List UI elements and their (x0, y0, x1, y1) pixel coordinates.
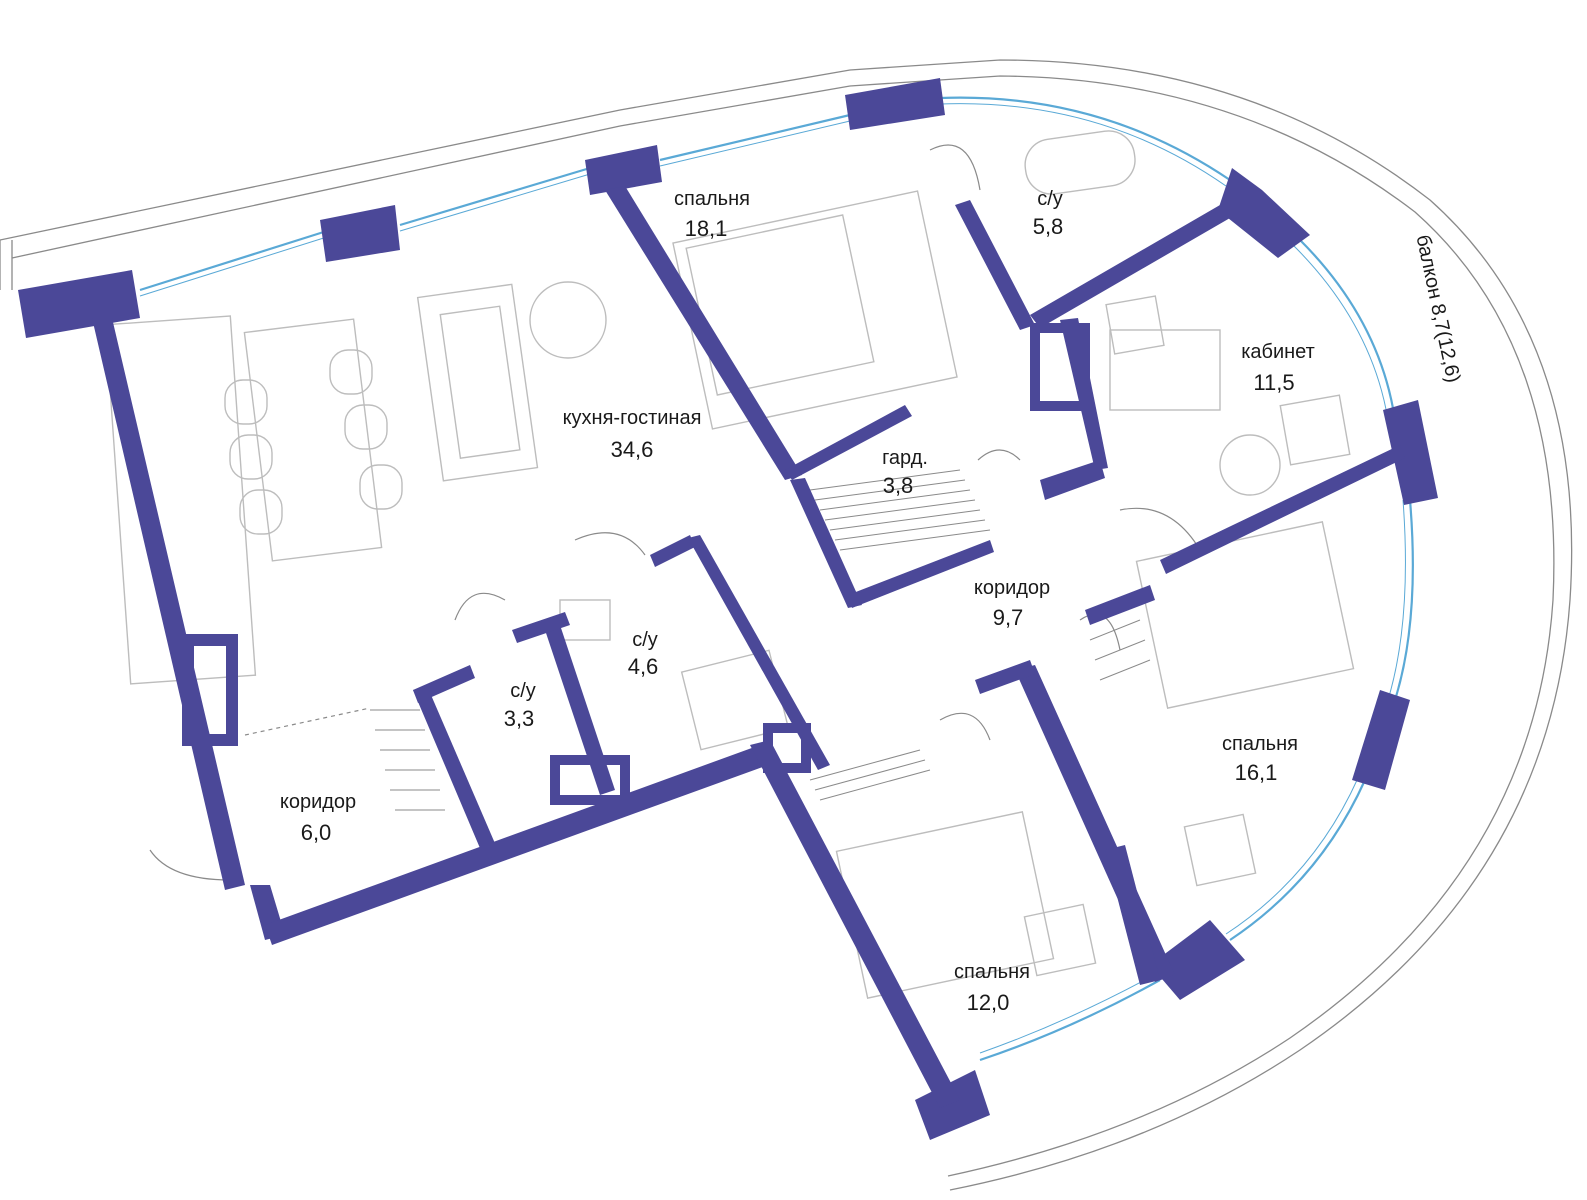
doors (149, 144, 1201, 881)
label-bedroom-top-area: 18,1 (685, 216, 728, 241)
label-bath-mid-name: с/у (632, 629, 658, 651)
balcony-outline (0, 59, 1573, 1191)
label-bedroom-bottom-area: 12,0 (967, 990, 1010, 1015)
zone-divider (244, 707, 371, 736)
label-bath-top-area: 5,8 (1033, 214, 1064, 239)
label-kitchen-living-name: кухня-гостиная (563, 407, 702, 429)
room-labels: кухня-гостиная 34,6 спальня 18,1 с/у 5,8… (280, 188, 1315, 1015)
label-study-area: 11,5 (1253, 370, 1294, 395)
glazing (139, 96, 1414, 1062)
label-bedroom-top-name: спальня (674, 188, 750, 210)
label-study-name: кабинет (1241, 341, 1315, 363)
label-corridor-center-area: 9,7 (993, 605, 1024, 630)
label-bath-top-name: с/у (1037, 188, 1063, 210)
label-wardrobe-area: 3,8 (883, 473, 914, 498)
label-corridor-entry-name: коридор (280, 791, 356, 813)
label-bedroom-bottom-name: спальня (954, 961, 1030, 983)
label-bath-small-area: 3,3 (504, 706, 535, 731)
label-kitchen-living-area: 34,6 (611, 437, 654, 462)
wardrobe-hatching (370, 469, 1151, 811)
label-corridor-entry-area: 6,0 (301, 820, 332, 845)
label-bath-mid-area: 4,6 (628, 654, 659, 679)
label-bedroom-right-area: 16,1 (1235, 760, 1278, 785)
walls (18, 78, 1438, 1140)
label-bedroom-right-name: спальня (1222, 733, 1298, 755)
label-wardrobe-name: гард. (882, 447, 928, 469)
label-corridor-center-name: коридор (974, 577, 1050, 599)
label-bath-small-name: с/у (510, 680, 536, 702)
